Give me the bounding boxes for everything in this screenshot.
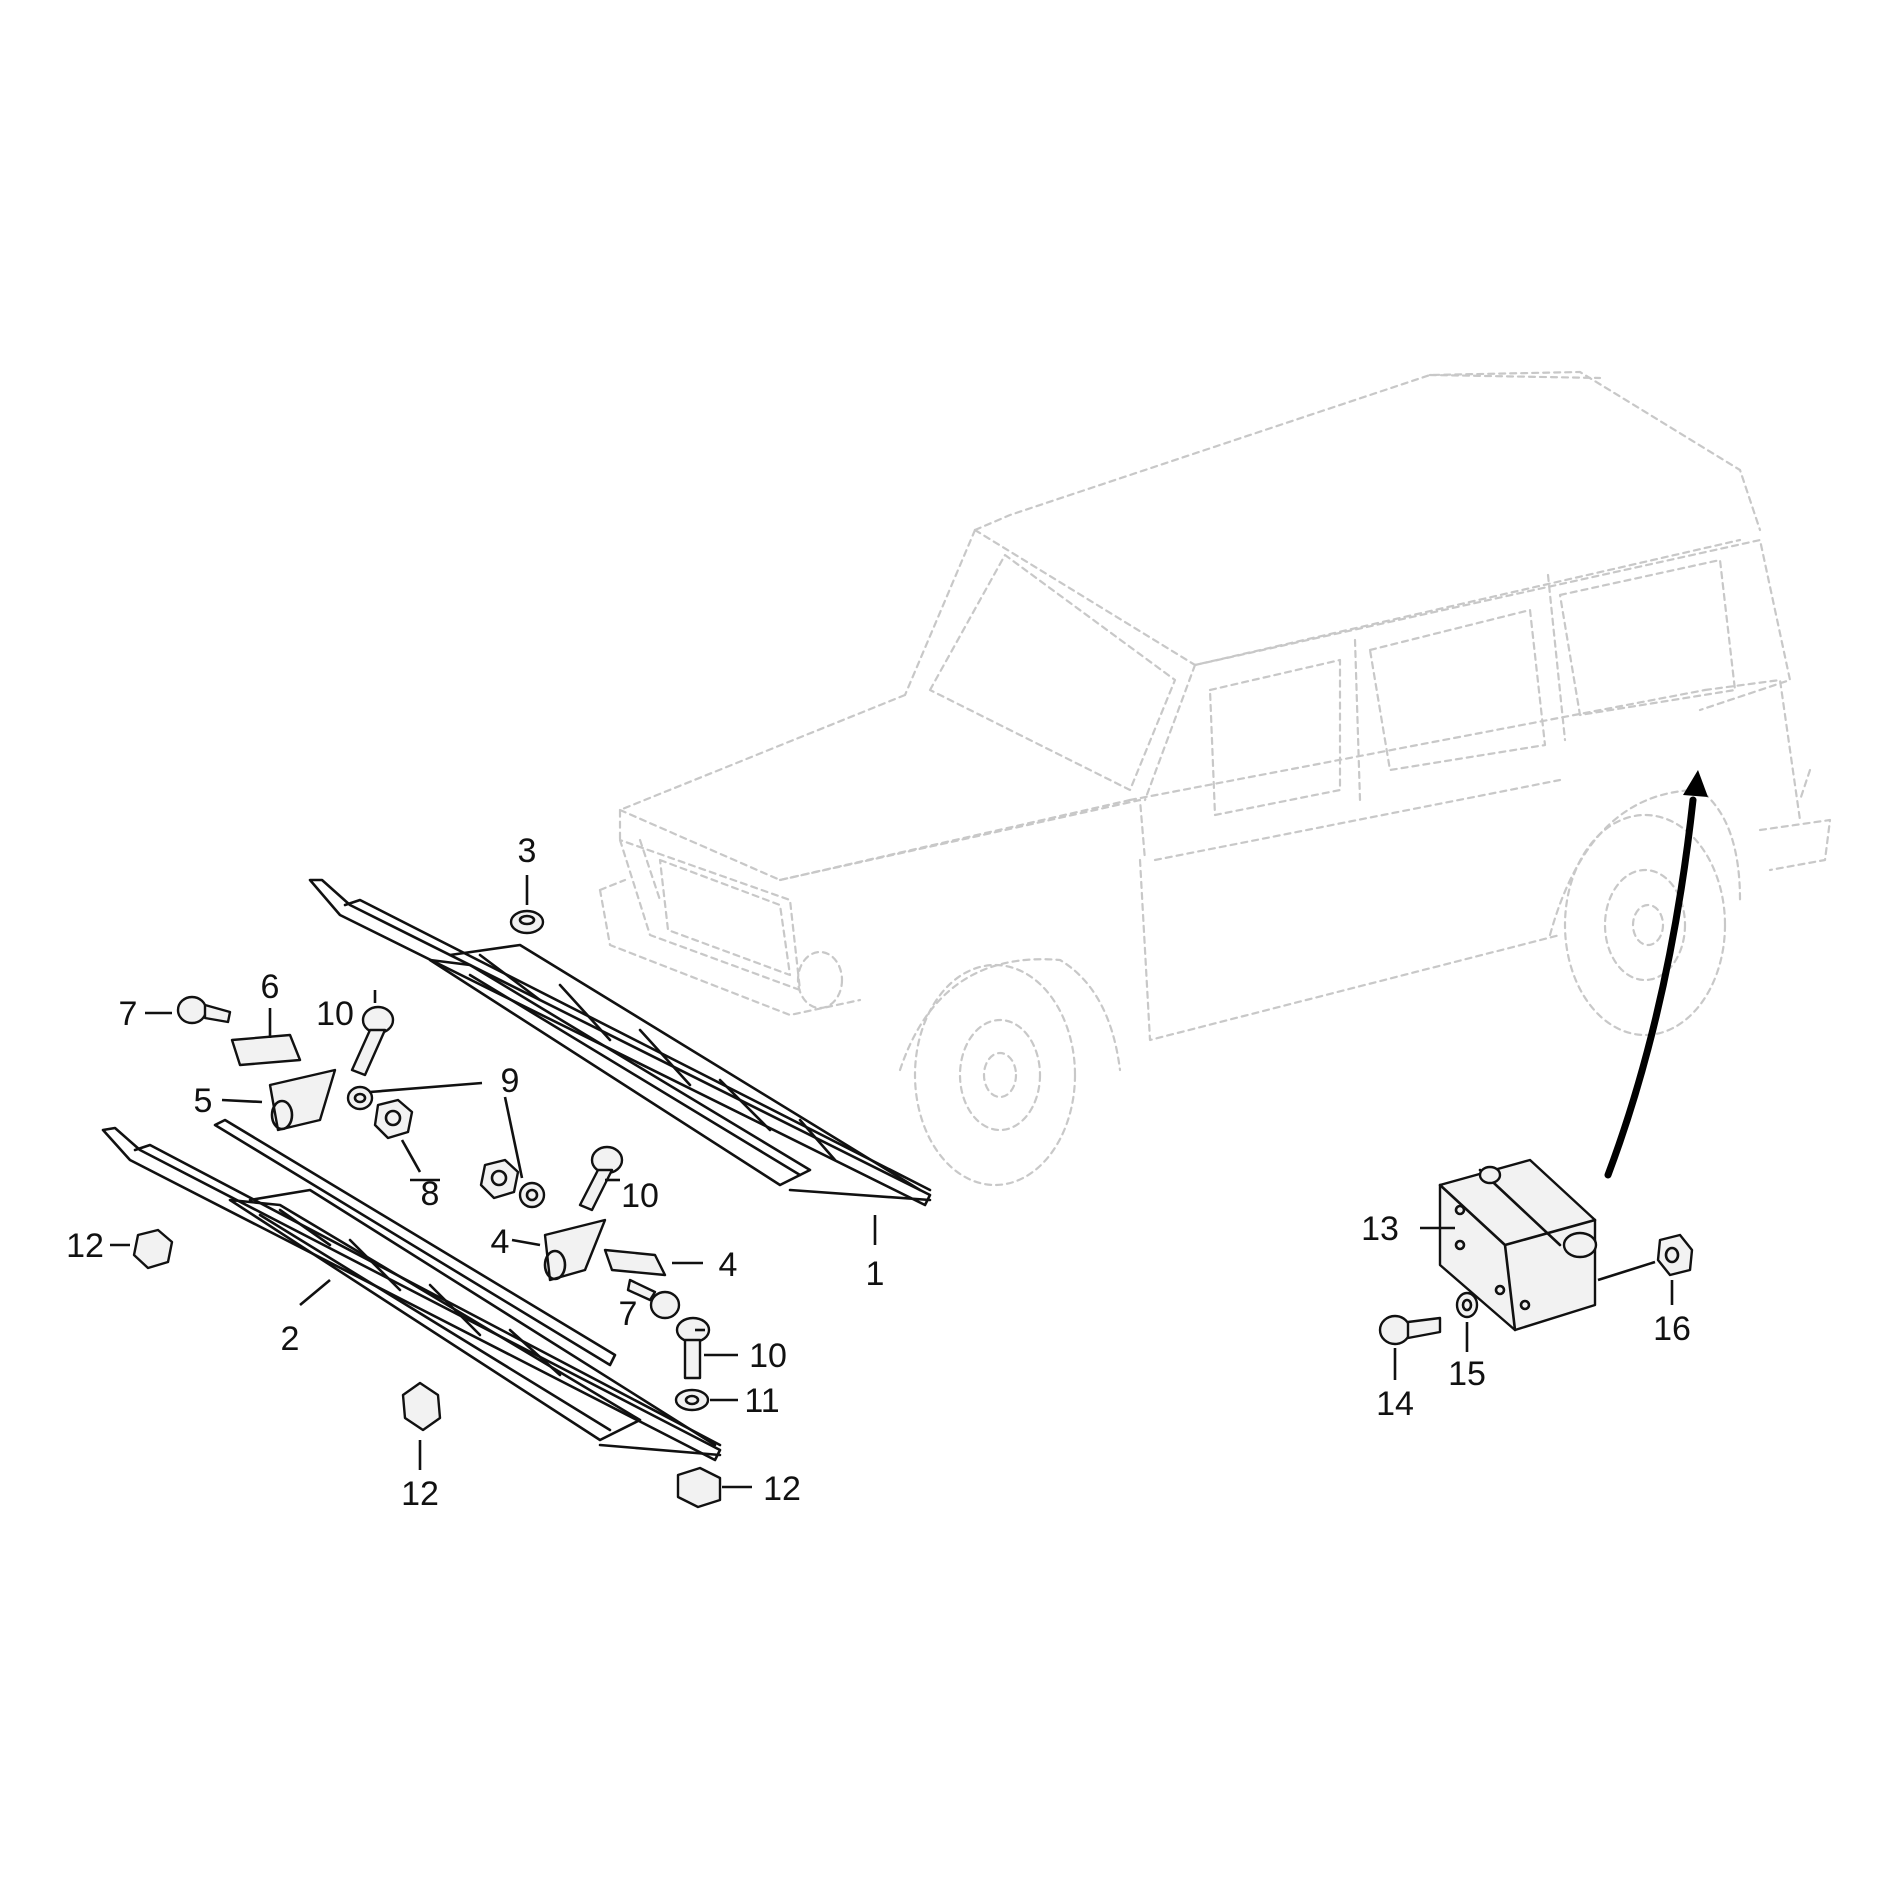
- nut-16: [1656, 1233, 1694, 1277]
- nut-12-right: [676, 1466, 722, 1509]
- nut-12-left: [132, 1228, 174, 1270]
- washer-9b: [518, 1181, 546, 1209]
- bolt-10-top: [350, 1005, 395, 1077]
- washer-11: [674, 1388, 710, 1412]
- running-board-1: [308, 878, 932, 1207]
- callout-10c: 10: [749, 1337, 787, 1375]
- bracket-6: [230, 1033, 302, 1067]
- bolt-10-mid: [578, 1145, 624, 1212]
- vehicle-outline: [598, 370, 1832, 1187]
- nut-3: [509, 909, 545, 935]
- callout-6: 6: [261, 968, 280, 1006]
- callout-14: 14: [1376, 1385, 1414, 1423]
- leader-lines: [110, 875, 1674, 1489]
- bracket-5: [268, 1068, 337, 1132]
- bolt-7-bottom: [626, 1278, 681, 1320]
- bolt-10-bottom: [675, 1316, 711, 1380]
- callout-15: 15: [1448, 1355, 1486, 1393]
- callout-4b: 4: [719, 1246, 738, 1284]
- callout-8: 8: [421, 1175, 440, 1213]
- callout-2: 2: [281, 1320, 300, 1358]
- bolt-14: [1378, 1314, 1442, 1346]
- washer-9a: [346, 1085, 374, 1111]
- callout-7a: 7: [119, 995, 138, 1033]
- running-board-2: [101, 1118, 722, 1462]
- bracket-4a: [543, 1218, 607, 1282]
- callout-5: 5: [194, 1082, 213, 1120]
- nut-12-center: [401, 1381, 442, 1432]
- bolt-7-top: [176, 995, 232, 1025]
- nut-8a: [373, 1098, 414, 1140]
- location-arrow: [1604, 770, 1708, 1179]
- callout-12c: 12: [763, 1470, 801, 1508]
- washer-15: [1455, 1291, 1479, 1319]
- callout-13: 13: [1361, 1210, 1399, 1248]
- nut-8b: [479, 1158, 520, 1200]
- callout-3: 3: [518, 832, 537, 870]
- callout-7b: 7: [619, 1295, 638, 1333]
- callout-12b: 12: [401, 1475, 439, 1513]
- callout-1: 1: [866, 1255, 885, 1293]
- callout-12a: 12: [66, 1227, 104, 1265]
- callout-10b: 10: [621, 1177, 659, 1215]
- callout-16: 16: [1653, 1310, 1691, 1348]
- callout-9: 9: [501, 1062, 520, 1100]
- bracket-4b: [603, 1248, 667, 1277]
- callout-10a: 10: [316, 995, 354, 1033]
- callout-11: 11: [744, 1382, 779, 1420]
- callout-4a: 4: [491, 1223, 510, 1261]
- leader-16-to-bracket: [1597, 1260, 1656, 1282]
- step-bracket-13: [1438, 1158, 1598, 1332]
